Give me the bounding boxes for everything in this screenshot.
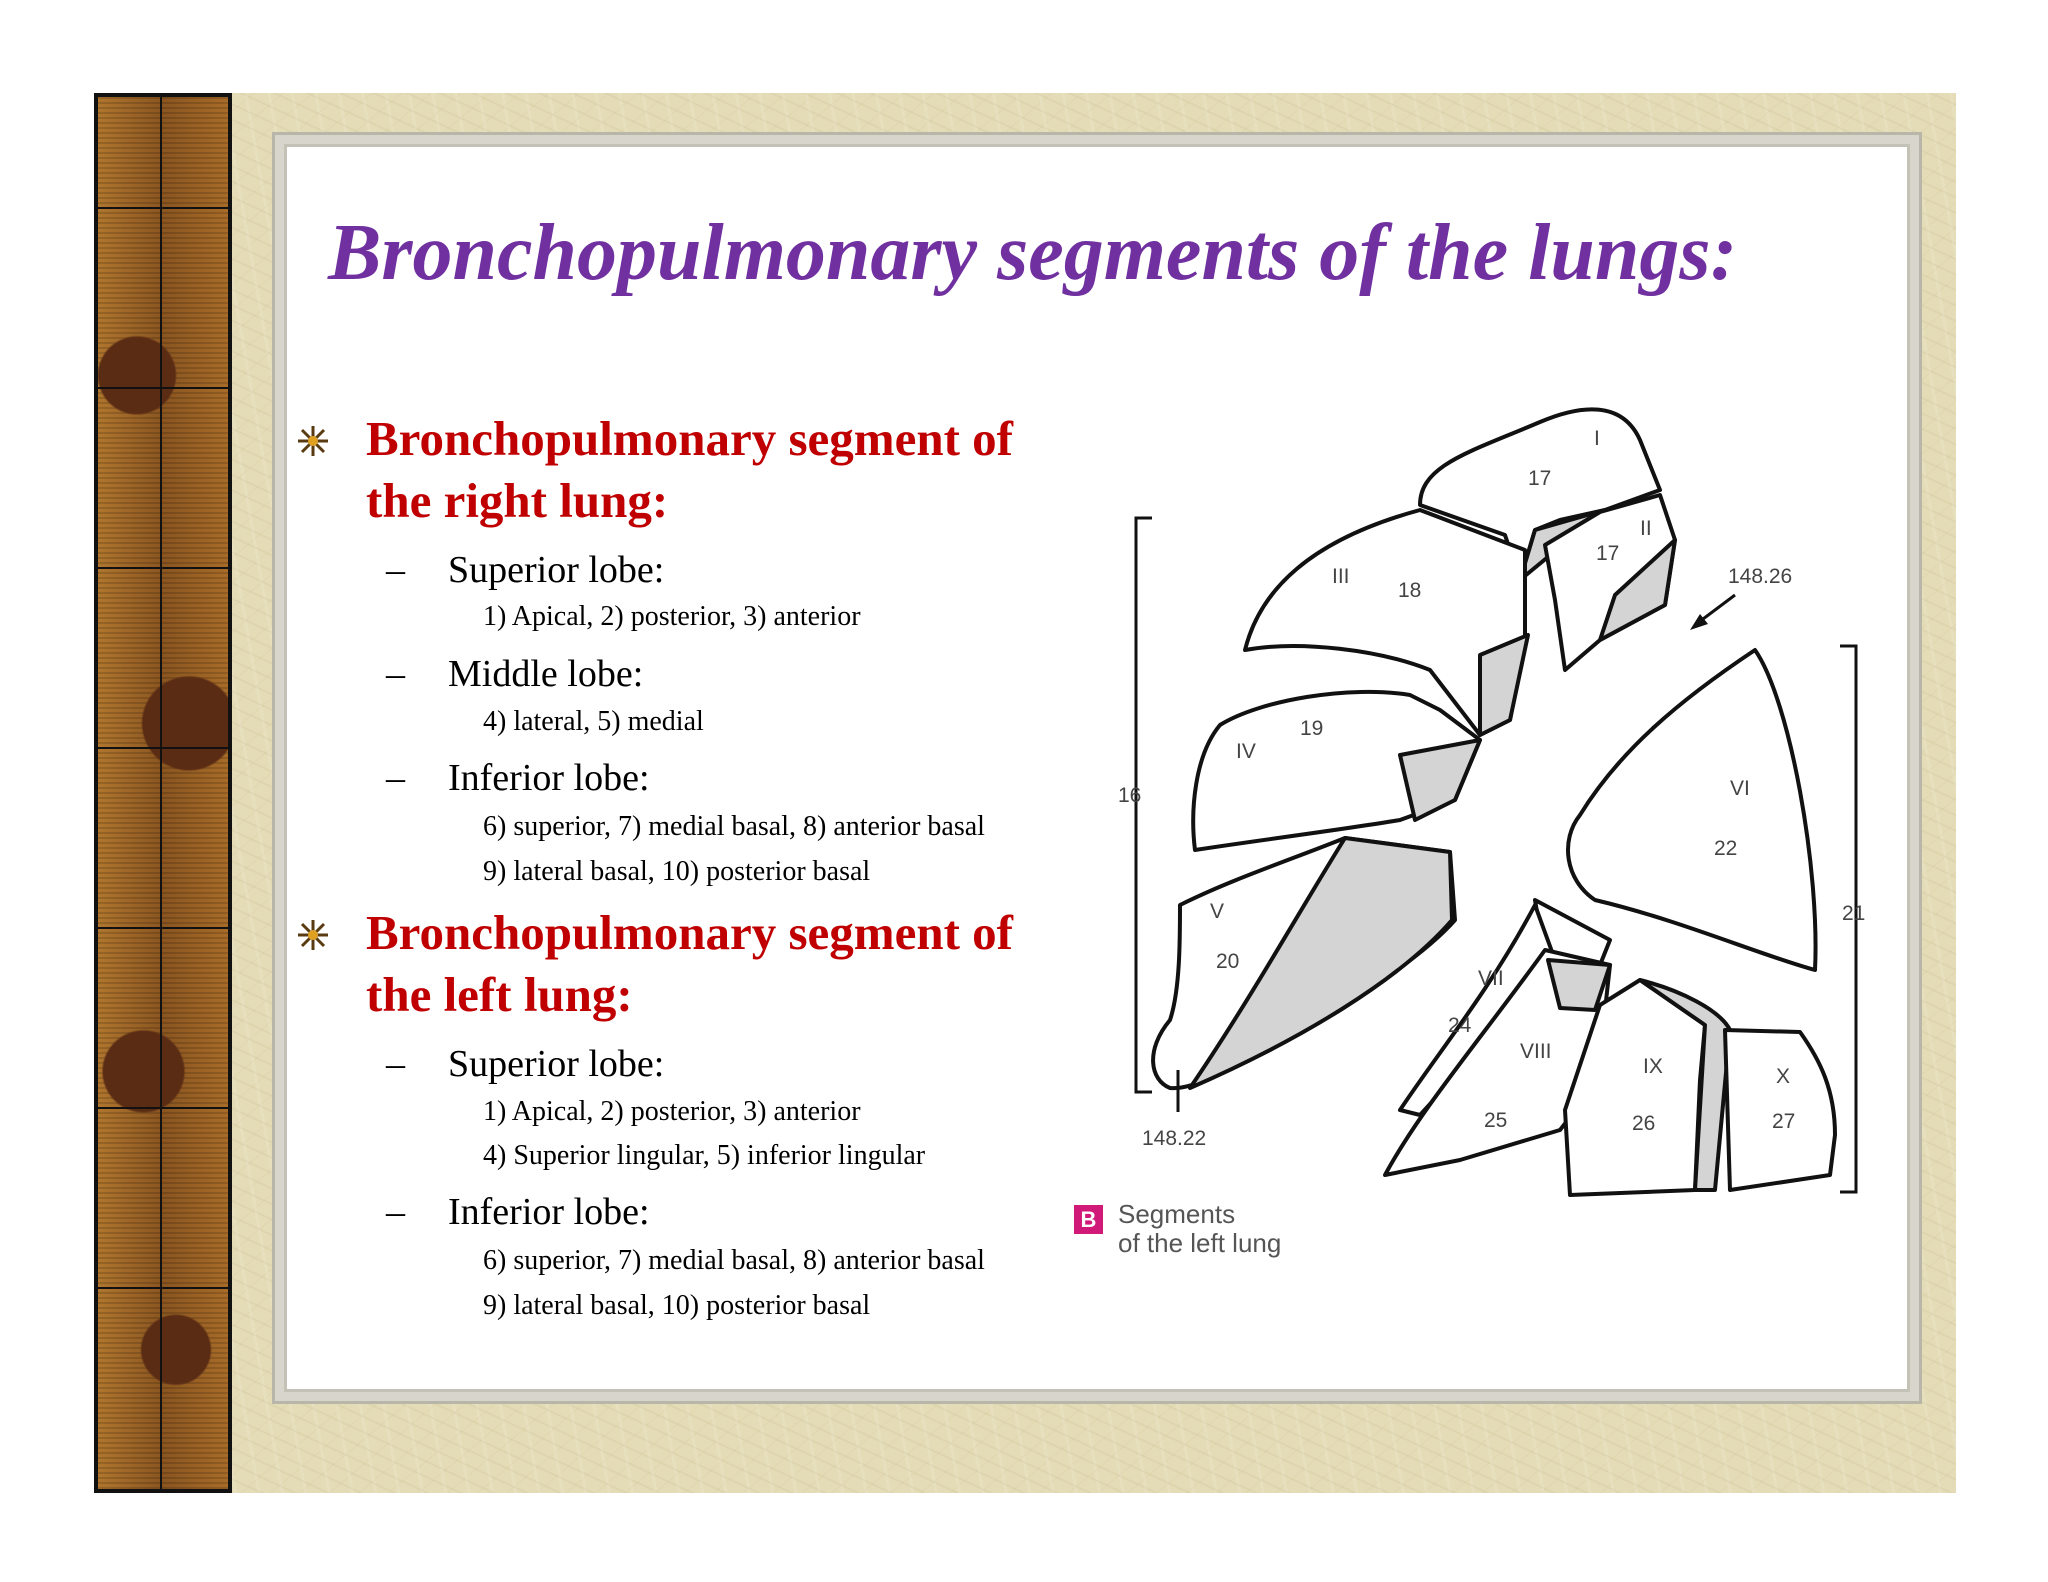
label-seg-IX: IX [1643, 1055, 1663, 1078]
left-lung-segments-diagram: I 17 II 17 III 18 148.26 19 IV 16 VI 22 … [1118, 407, 1865, 1197]
bracket-21 [1840, 644, 1858, 1194]
label-ref-148-26: 148.26 [1728, 565, 1792, 588]
label-seg-IV: IV [1236, 740, 1256, 763]
left-superior-lobe-detail: 1) Apical, 2) posterior, 3) anterior [483, 1096, 861, 1127]
figure-caption: Segments of the left lung [1118, 1199, 1282, 1258]
label-n16: 16 [1118, 784, 1141, 807]
label-seg-VIII: VIII [1520, 1040, 1552, 1063]
figure-badge: B [1074, 1205, 1103, 1234]
right-superior-lobe-label: Superior lobe: [448, 549, 665, 591]
heading-line: Bronchopulmonary segment of [366, 411, 1014, 466]
segment-VI [1566, 648, 1818, 972]
label-seg-X: X [1776, 1065, 1790, 1088]
label-n17b: 17 [1596, 542, 1619, 565]
slide-title: Bronchopulmonary segments of the lungs: [328, 209, 1738, 297]
dash-bullet: – [386, 757, 405, 799]
label-seg-V: V [1210, 900, 1224, 923]
heading-line: Bronchopulmonary segment of [366, 905, 1014, 960]
label-ref-148-22: 148.22 [1142, 1127, 1206, 1150]
strip-divider [98, 387, 228, 389]
left-inferior-lobe-detail: 6) superior, 7) medial basal, 8) anterio… [483, 1245, 985, 1276]
label-n25: 25 [1484, 1109, 1507, 1132]
star-bullet-icon [298, 920, 328, 950]
star-bullet-icon [298, 426, 328, 456]
label-n27: 27 [1772, 1110, 1795, 1133]
segment-VIII-side [1546, 958, 1612, 1012]
left-superior-lobe-detail: 4) Superior lingular, 5) inferior lingul… [483, 1140, 926, 1171]
label-n24: 24 [1448, 1014, 1472, 1037]
right-lung-heading: Bronchopulmonary segment of the right lu… [366, 408, 1086, 532]
right-inferior-lobe-detail: 6) superior, 7) medial basal, 8) anterio… [483, 811, 985, 842]
strip-divider [98, 747, 228, 749]
strip-divider [160, 97, 162, 1489]
label-n22: 22 [1714, 837, 1737, 860]
label-n18: 18 [1398, 579, 1421, 602]
label-n20: 20 [1216, 950, 1239, 973]
label-n26: 26 [1632, 1112, 1655, 1135]
segment-II-side [1598, 538, 1677, 642]
strip-divider [98, 927, 228, 929]
label-seg-III: III [1332, 565, 1350, 588]
heading-line: the right lung: [366, 473, 669, 528]
left-inferior-lobe-label: Inferior lobe: [448, 1191, 650, 1233]
segment-III-side [1478, 633, 1530, 737]
segment-IV-side [1398, 738, 1482, 822]
dash-bullet: – [386, 1191, 405, 1233]
label-n17a: 17 [1528, 467, 1551, 490]
segment-I [1418, 407, 1662, 582]
label-seg-VII: VII [1478, 967, 1504, 990]
right-middle-lobe-label: Middle lobe: [448, 653, 644, 695]
strip-divider [98, 1107, 228, 1109]
segment-III [1243, 508, 1527, 737]
strip-divider [98, 567, 228, 569]
right-superior-lobe-detail: 1) Apical, 2) posterior, 3) anterior [483, 601, 861, 632]
right-inferior-lobe-detail: 9) lateral basal, 10) posterior basal [483, 856, 871, 887]
segment-IX-side [1638, 978, 1732, 1192]
dash-bullet: – [386, 653, 405, 695]
right-middle-lobe-detail: 4) lateral, 5) medial [483, 706, 704, 737]
right-inferior-lobe-label: Inferior lobe: [448, 757, 650, 799]
segment-VIII [1383, 948, 1612, 1177]
bracket-16 [1134, 516, 1152, 1094]
heading-line: the left lung: [366, 967, 633, 1022]
strip-divider [98, 207, 228, 209]
strip-divider [98, 1287, 228, 1289]
label-n19: 19 [1300, 717, 1323, 740]
label-seg-II: II [1640, 517, 1652, 540]
dash-bullet: – [386, 549, 405, 591]
segment-X [1723, 1028, 1837, 1192]
arrow-icon [1690, 614, 1708, 630]
label-seg-I: I [1594, 427, 1600, 450]
segment-V-side [1188, 836, 1454, 1090]
left-inferior-lobe-detail: 9) lateral basal, 10) posterior basal [483, 1290, 871, 1321]
dash-bullet: – [386, 1043, 405, 1085]
left-lung-heading: Bronchopulmonary segment of the left lun… [366, 902, 1086, 1026]
left-superior-lobe-label: Superior lobe: [448, 1043, 665, 1085]
label-n21: 21 [1842, 902, 1865, 925]
decorative-side-strip [94, 93, 232, 1493]
label-seg-VI: VI [1730, 777, 1750, 800]
segment-IV [1191, 689, 1482, 852]
